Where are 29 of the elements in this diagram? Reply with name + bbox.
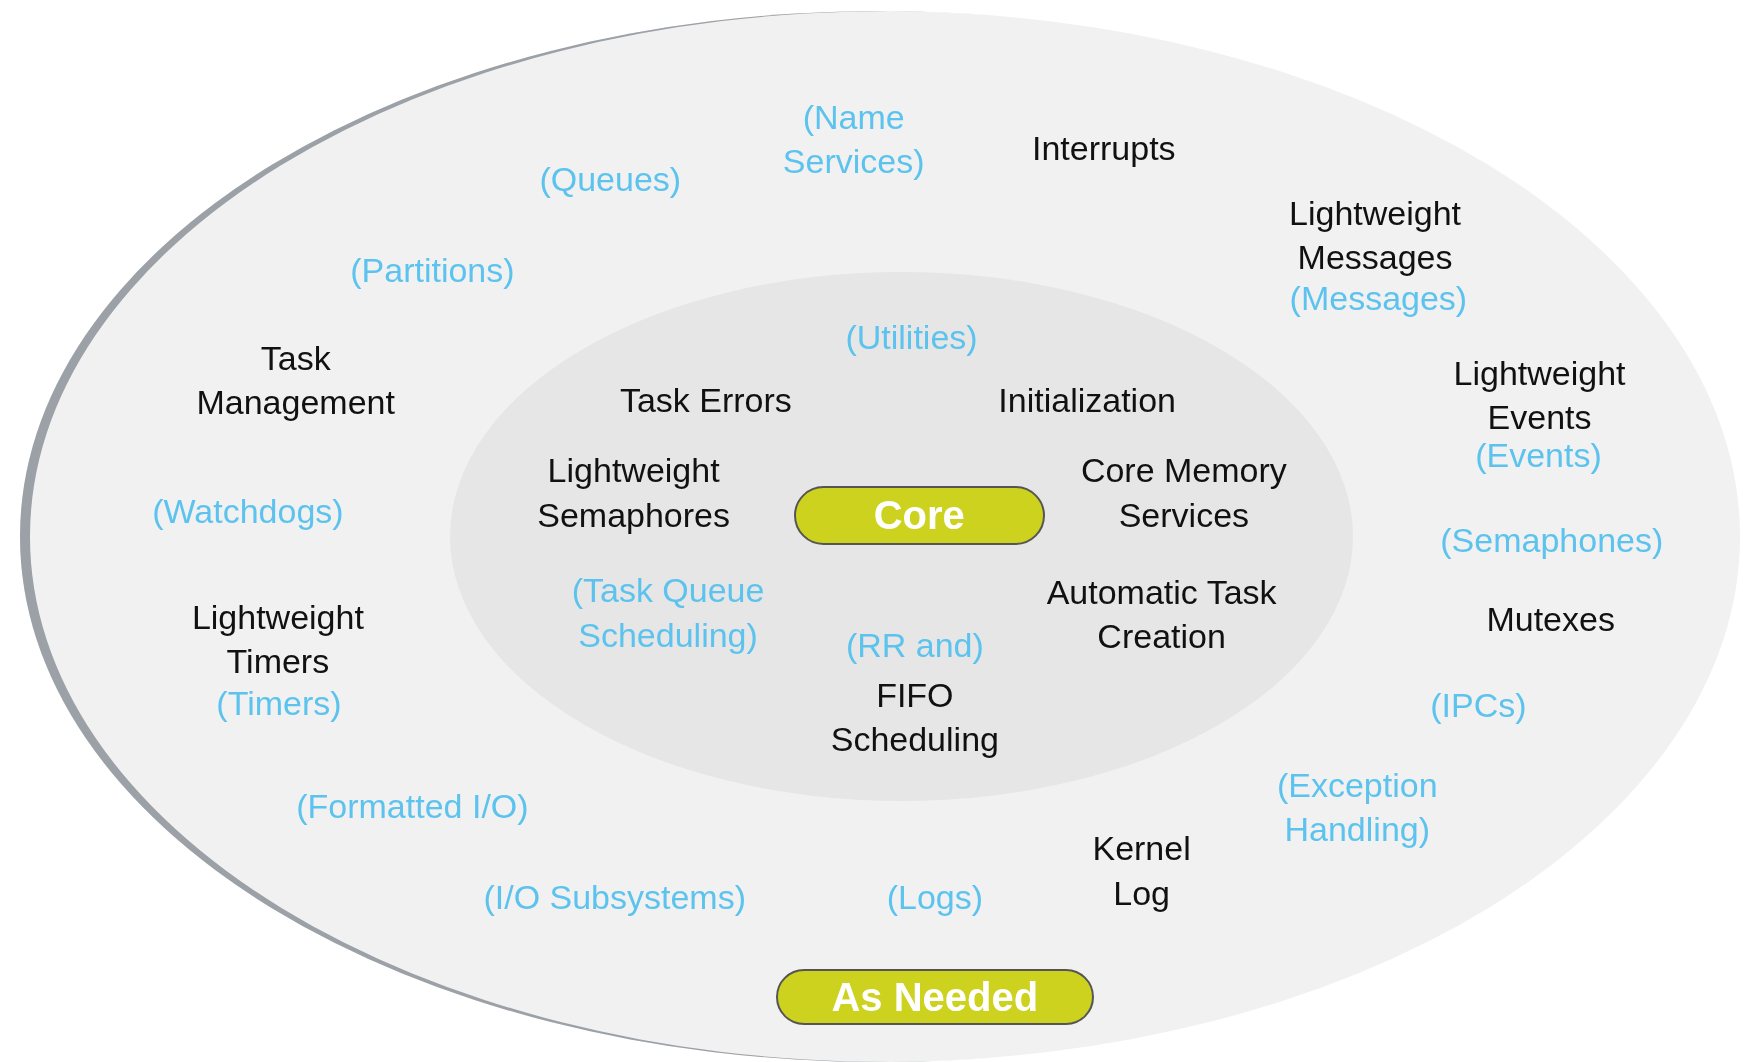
optional-component-label: (Utilities) (845, 316, 978, 358)
optional-component-label: (Name Services) (781, 96, 926, 182)
category-pill: As Needed (775, 969, 1094, 1025)
component-label: Task Errors (619, 380, 792, 422)
optional-component-label: (Partitions) (350, 250, 515, 291)
optional-component-label: (I/O Subsystems) (483, 876, 746, 918)
component-label: Mutexes (1486, 599, 1615, 641)
component-label: FIFO Scheduling (829, 674, 1000, 760)
optional-component-label: (IPCs) (1430, 684, 1527, 726)
component-label: Initialization (998, 380, 1176, 422)
optional-component-label: (Timers) (216, 682, 342, 724)
category-pill: Core (793, 485, 1045, 545)
optional-component-label: (Semaphones) (1440, 520, 1664, 562)
optional-component-label: (Watchdogs) (152, 491, 344, 533)
component-label: Kernel Log (1091, 828, 1192, 914)
component-label: Lightweight Messages (1288, 192, 1463, 278)
optional-component-label: (Exception Handling) (1275, 764, 1439, 850)
component-label: Task Management (195, 337, 396, 424)
component-label: Lightweight Timers (190, 597, 365, 683)
optional-component-label: (RR and) (845, 624, 984, 666)
optional-component-label: (Logs) (886, 876, 984, 918)
optional-component-label: (Messages) (1289, 277, 1468, 319)
component-label: Interrupts (1032, 127, 1176, 169)
optional-component-label: (Formatted I/O) (296, 785, 529, 827)
component-label: Lightweight Semaphores (536, 450, 731, 536)
component-label: Automatic Task Creation (1045, 571, 1278, 657)
component-label: Core Memory Services (1079, 450, 1288, 536)
optional-component-label: (Queues) (539, 158, 682, 200)
optional-component-label: (Task Queue Scheduling) (570, 570, 766, 656)
